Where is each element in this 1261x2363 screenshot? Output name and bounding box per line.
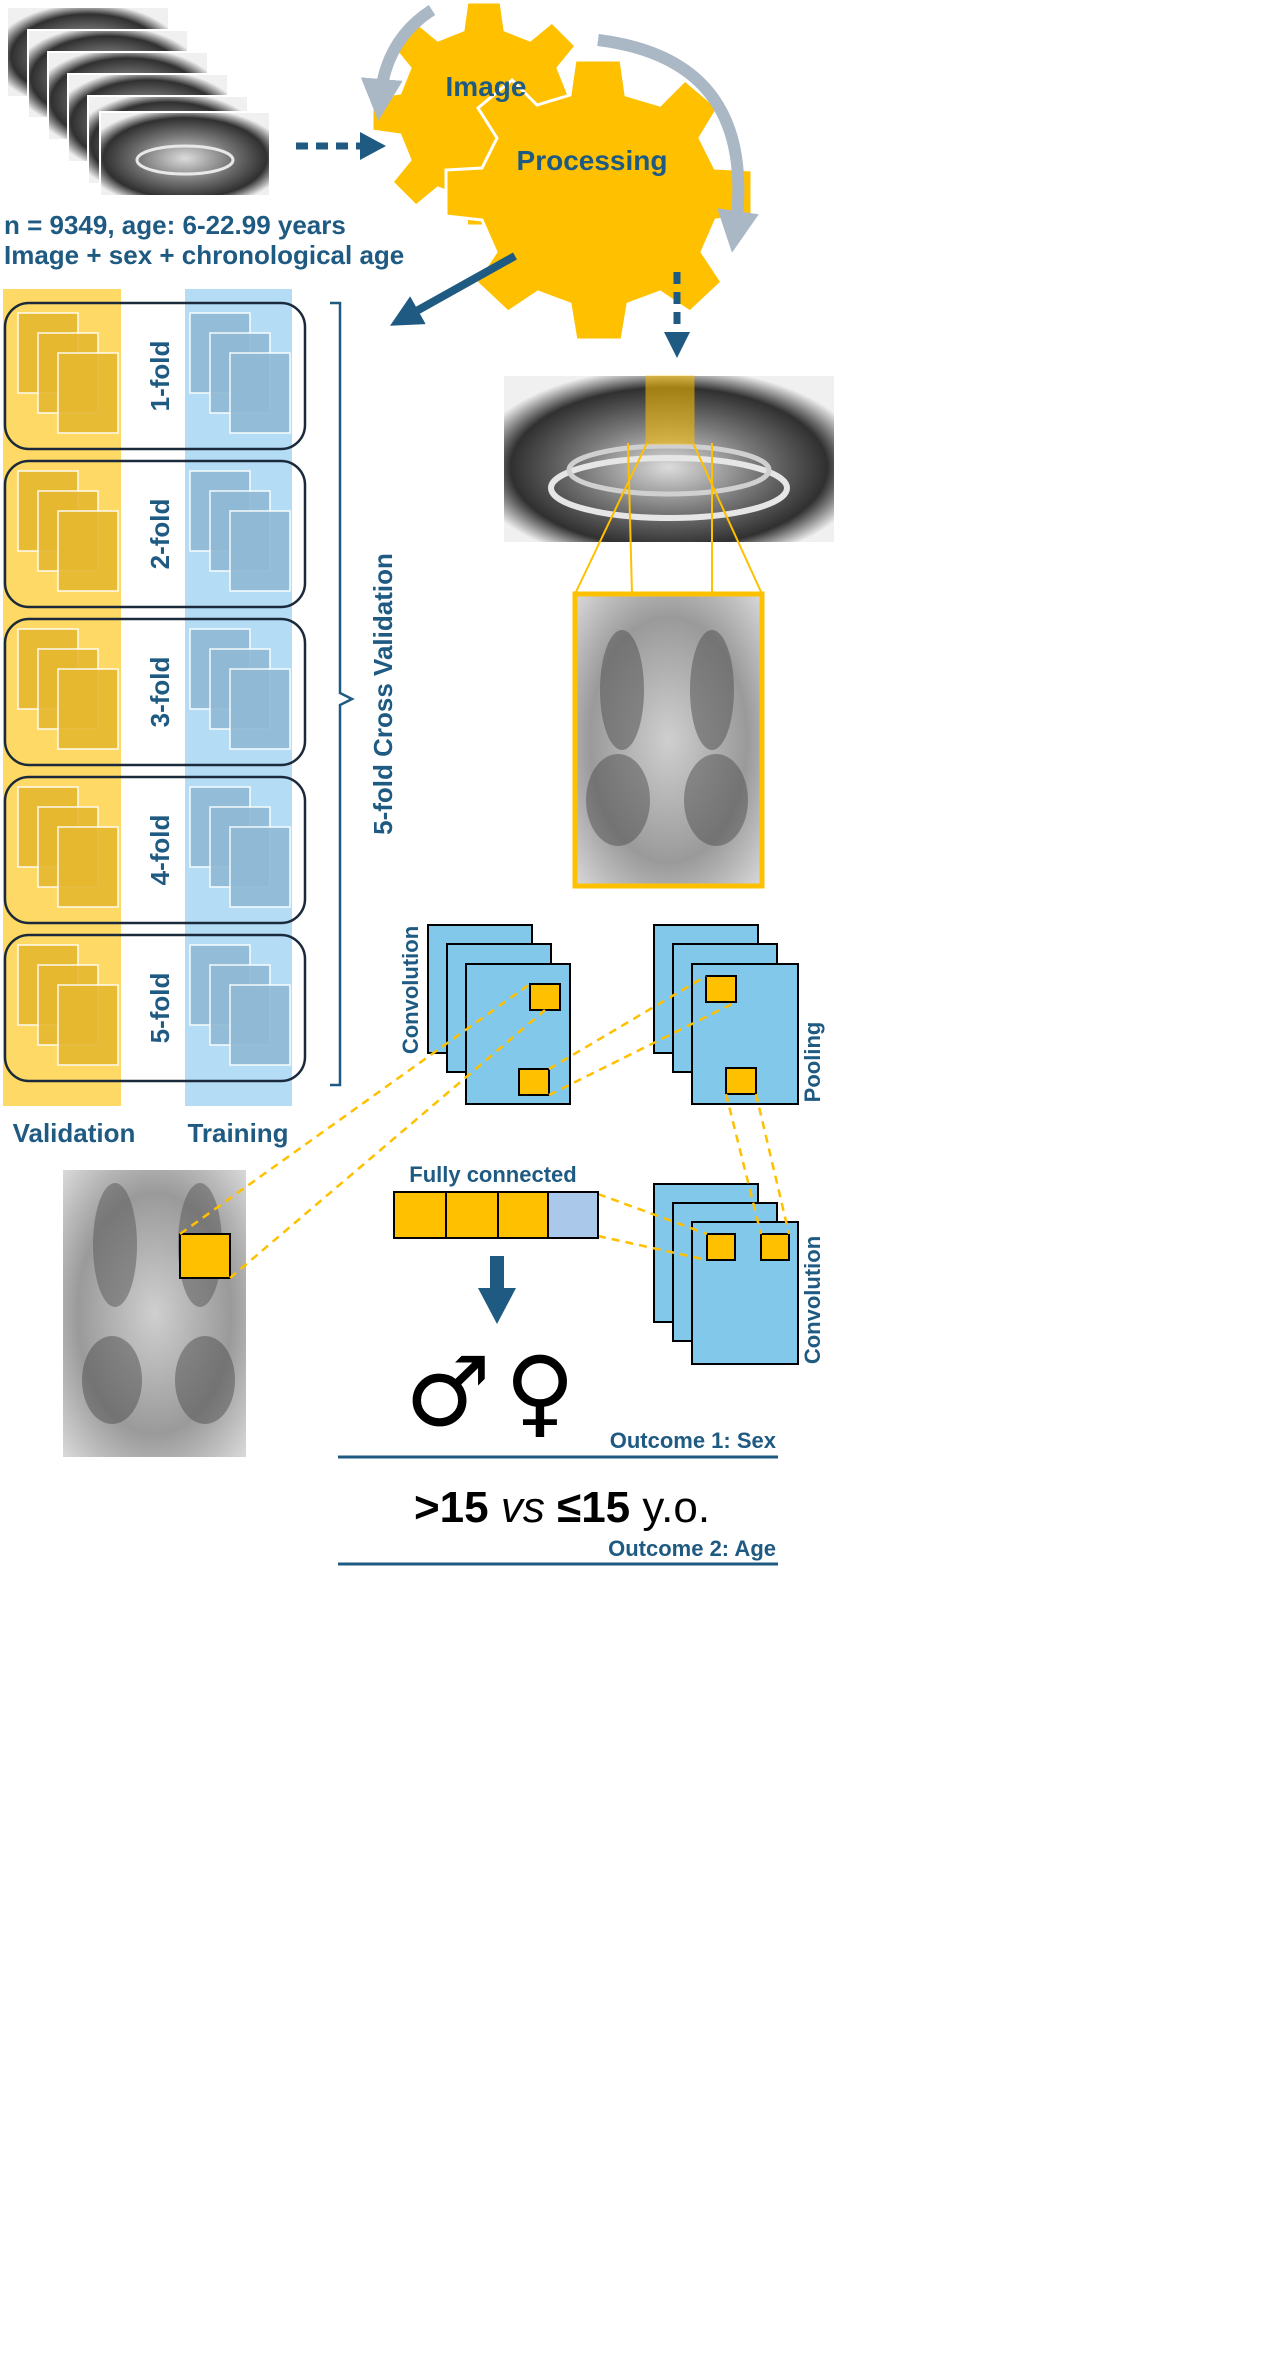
output-arrow-head (478, 1288, 516, 1324)
arrow-to-cross-validation (390, 252, 517, 326)
dotted-arrow-down-head (664, 332, 690, 358)
fold-row: 5-fold (3, 933, 307, 1083)
fold-label: 2-fold (145, 499, 175, 570)
training-image-stack (189, 470, 291, 592)
female-symbol: ♀ (505, 1336, 575, 1448)
fold-row: 3-fold (3, 617, 307, 767)
zoom-lines (574, 442, 763, 595)
age-le: ≤15 (557, 1483, 630, 1532)
fc-label: Fully connected (409, 1162, 576, 1187)
fold-box (3, 775, 307, 925)
validation-image-stack (17, 628, 119, 750)
cycle-arrow-right (597, 34, 759, 253)
output-arrow-shaft (490, 1256, 504, 1290)
training-image-stack (189, 786, 291, 908)
pooling-layer (653, 924, 799, 1105)
age-vs: vs (501, 1483, 545, 1532)
cycle-arrow-left (360, 4, 436, 121)
training-label: Training (187, 1118, 288, 1148)
validation-image-stack (17, 944, 119, 1066)
fold-box (3, 301, 307, 451)
outcome1-label: Outcome 1: Sex (610, 1428, 777, 1453)
fold-box (3, 617, 307, 767)
training-image-stack (189, 628, 291, 750)
input-caption-line1: n = 9349, age: 6-22.99 years (4, 210, 346, 240)
validation-image-stack (17, 470, 119, 592)
fold-row: 2-fold (3, 459, 307, 609)
fold-label: 3-fold (145, 657, 175, 728)
cropped-roi-image (572, 591, 765, 889)
gear-icon-processing (444, 58, 754, 342)
input-image-stack (8, 8, 271, 199)
conv-label-1: Convolution (398, 926, 423, 1054)
training-image-stack (189, 312, 291, 434)
fold-box (3, 459, 307, 609)
fold-row: 1-fold (3, 301, 307, 451)
training-image-stack (189, 944, 291, 1066)
validation-image-stack (17, 312, 119, 434)
fold-label: 4-fold (145, 815, 175, 886)
conv-layer-2 (653, 1183, 799, 1365)
conv-label-2: Convolution (800, 1236, 825, 1364)
panoramic-radiograph (504, 375, 834, 542)
male-symbol: ♂ (405, 1336, 491, 1448)
conv-layer-1 (427, 924, 571, 1105)
pooling-label: Pooling (800, 1022, 825, 1103)
fold-list: 1-fold 2-fold 3-fold 4-fold 5-fold (3, 301, 307, 1083)
validation-image-stack (17, 786, 119, 908)
age-gt: >15 (414, 1483, 489, 1532)
validation-label: Validation (13, 1118, 136, 1148)
input-caption-line2: Image + sex + chronological age (4, 240, 404, 270)
cv-brace-label: 5-fold Cross Validation (368, 553, 398, 835)
cv-brace (330, 301, 355, 1087)
gear-label-image: Image (446, 71, 527, 102)
fold-row: 4-fold (3, 775, 307, 925)
gear-label-processing: Processing (517, 145, 668, 176)
fully-connected-layer (393, 1191, 599, 1239)
age-unit: y.o. (642, 1483, 710, 1532)
fold-label: 5-fold (145, 973, 175, 1044)
input-roi-image (63, 1170, 246, 1457)
fold-box (3, 933, 307, 1083)
dotted-arrow-head (360, 132, 386, 160)
outcome2-label: Outcome 2: Age (608, 1536, 776, 1561)
age-threshold: >15 vs ≤15 y.o. (414, 1483, 710, 1532)
dashed-connections (179, 974, 791, 1279)
fold-label: 1-fold (145, 341, 175, 412)
